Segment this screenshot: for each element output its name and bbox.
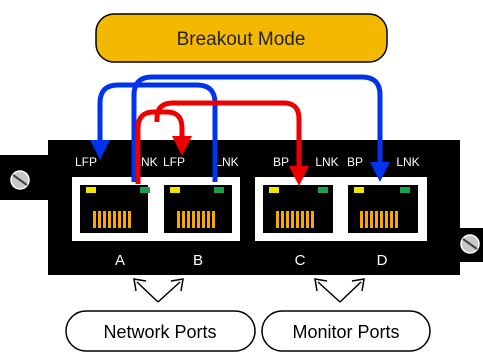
- port-b-left-label: LFP: [163, 155, 185, 169]
- port-d-left-label: BP: [347, 155, 363, 169]
- port-b-led-yellow: [170, 187, 180, 193]
- port-b-right-label: LNK: [215, 155, 238, 169]
- screw-left-icon: [10, 170, 30, 190]
- port-a-letter: A: [115, 252, 125, 269]
- port-a-left-label: LFP: [75, 155, 97, 169]
- title-text: Breakout Mode: [177, 29, 306, 50]
- screw-right-icon: [460, 234, 480, 254]
- port-c-right-label: LNK: [315, 155, 338, 169]
- port-b-contacts: [177, 211, 215, 228]
- port-d: BP LNK D: [341, 155, 427, 269]
- port-c-led-green: [318, 187, 328, 193]
- port-c: BP LNK C: [255, 155, 341, 269]
- port-d-letter: D: [377, 252, 388, 269]
- port-a-led-yellow: [86, 187, 96, 193]
- port-d-led-yellow: [354, 187, 364, 193]
- port-b-led-green: [214, 187, 224, 193]
- port-d-right-label: LNK: [396, 155, 419, 169]
- port-d-led-green: [400, 187, 410, 193]
- title-box: Breakout Mode: [95, 13, 388, 63]
- monitor-ports-text: Monitor Ports: [292, 322, 399, 342]
- monitor-pointer-arrows: [314, 278, 365, 303]
- port-c-left-label: BP: [273, 155, 289, 169]
- port-b-letter: B: [193, 252, 203, 269]
- network-pointer-arrows: [133, 278, 184, 303]
- network-ports-text: Network Ports: [103, 322, 216, 342]
- port-d-contacts: [360, 211, 398, 228]
- port-c-contacts: [276, 211, 314, 228]
- port-c-letter: C: [295, 252, 306, 269]
- port-c-led-yellow: [269, 187, 279, 193]
- port-b: LFP LNK B: [157, 155, 240, 269]
- port-a-led-green: [140, 187, 150, 193]
- port-a: LFP LNK A: [72, 155, 158, 269]
- red-arrow-b-to-c: [154, 100, 309, 186]
- port-a-contacts: [93, 211, 131, 228]
- blue-arrow-b-to-a: [90, 82, 218, 182]
- blue-arrow-a-to-d: [131, 74, 390, 182]
- card-panel: [0, 140, 483, 275]
- monitor-ports-label: Monitor Ports: [261, 310, 431, 352]
- network-ports-label: Network Ports: [65, 310, 256, 352]
